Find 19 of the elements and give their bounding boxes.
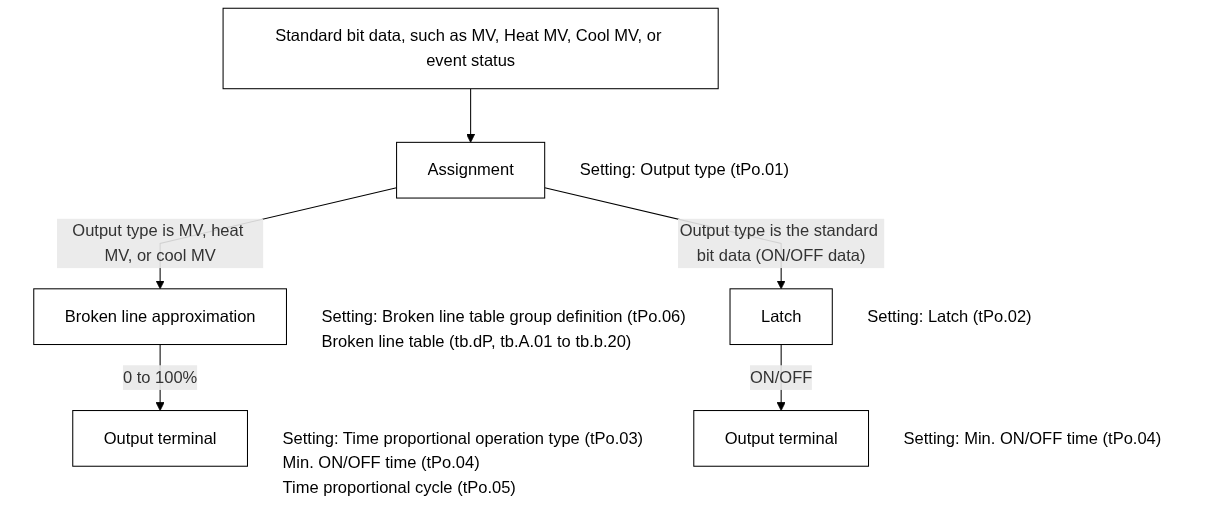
node-label: Min. ON/OFF time (tPo.04) — [282, 453, 480, 472]
node-box: Latch — [729, 288, 833, 346]
node-box: Output terminal — [693, 410, 870, 467]
edge-label: ON/OFF — [749, 368, 813, 386]
edge-label: Output type is MV, heat MV, or cool MV — [72, 221, 244, 265]
node-label: Broken line table (tb.dP, tb.A.01 to tb.b.20) — [321, 332, 632, 350]
node-label: Setting: Output type (tPo.01) — [579, 160, 789, 179]
node-label: Setting: Latch (tPo.02) — [867, 307, 1032, 325]
edge-label: Output type is the standard bit data (ON/OFF data) — [679, 221, 878, 265]
node-box: Standard bit data, such as MV, Heat MV, Cool MV, or event status — [222, 7, 719, 90]
node-label: Setting: Time proportional operation type (tPo.03) — [282, 429, 644, 447]
node-box: Assignment — [396, 141, 546, 199]
edge-label: 0 to 100% — [122, 368, 198, 386]
node-box: Output terminal — [72, 410, 248, 467]
node-label: Setting: Min. ON/OFF time (tPo.04) — [903, 429, 1162, 447]
node-label: Time proportional cycle (tPo.05) — [282, 478, 516, 497]
arrow — [466, 88, 476, 143]
node-box: Broken line approximation — [33, 288, 287, 346]
node-label: Setting: Broken line table group definition (tPo.06) — [321, 307, 686, 325]
